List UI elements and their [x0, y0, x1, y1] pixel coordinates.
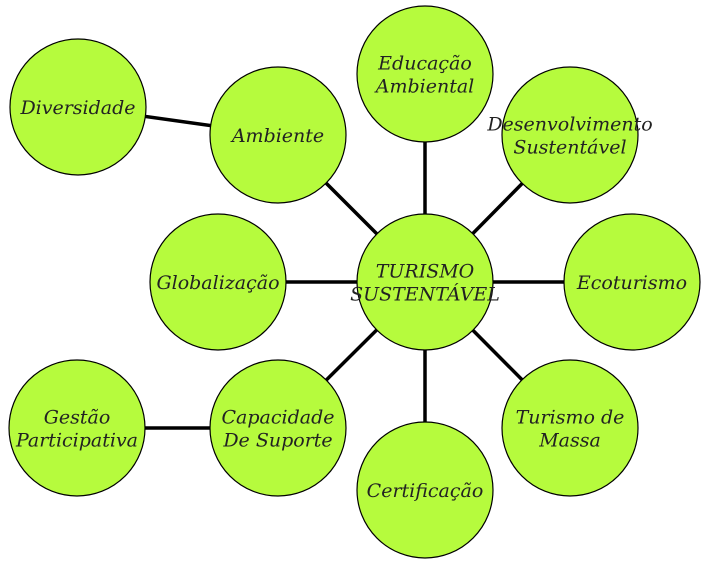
- node-circle-certificacao: [356, 421, 494, 559]
- node-label-ecoturismo-1: Ecoturismo: [576, 272, 687, 294]
- node-label-capacidade-de-suporte-2: De Suporte: [222, 430, 332, 452]
- node-circle-ecoturismo: [563, 213, 701, 351]
- node-circle-diversidade: [9, 38, 147, 176]
- node-label-center-1: TURISMO: [376, 261, 475, 283]
- node-diversidade: Diversidade: [9, 38, 147, 176]
- node-label-educacao-ambiental-1: Educação: [377, 53, 472, 75]
- node-label-turismo-de-massa-1: Turismo de: [516, 407, 625, 429]
- node-circle-capacidade-de-suporte: [209, 359, 347, 497]
- node-label-center-2: SUSTENTÁVEL: [350, 283, 500, 306]
- node-label-turismo-de-massa-2: Massa: [538, 430, 601, 452]
- node-label-ambiente-1: Ambiente: [230, 125, 324, 147]
- node-label-gestao-participativa-1: Gestão: [44, 407, 111, 429]
- node-label-desenvolvimento-sustentavel-2: Sustentável: [513, 137, 626, 159]
- node-label-educacao-ambiental-2: Ambiental: [374, 76, 475, 98]
- node-globalizacao: Globalização: [149, 213, 287, 351]
- node-label-desenvolvimento-sustentavel-1: Desenvolvimento: [486, 114, 652, 136]
- nodes-layer: DiversidadeAmbienteEducaçãoAmbientalDese…: [8, 5, 701, 559]
- node-circle-center: [356, 213, 494, 351]
- node-circle-educacao-ambiental: [356, 5, 494, 143]
- node-circle-globalizacao: [149, 213, 287, 351]
- node-circle-turismo-de-massa: [501, 359, 639, 497]
- node-label-globalizacao-1: Globalização: [156, 272, 279, 294]
- node-circle-gestao-participativa: [8, 359, 146, 497]
- node-ambiente: Ambiente: [209, 66, 347, 204]
- node-circle-ambiente: [209, 66, 347, 204]
- node-label-certificacao-1: Certificação: [367, 480, 484, 502]
- node-label-capacidade-de-suporte-1: Capacidade: [222, 407, 335, 429]
- node-label-gestao-participativa-2: Participativa: [15, 430, 138, 452]
- node-circle-desenvolvimento-sustentavel: [501, 66, 639, 204]
- node-label-diversidade-1: Diversidade: [19, 97, 135, 119]
- node-ecoturismo: Ecoturismo: [563, 213, 701, 351]
- node-certificacao: Certificação: [356, 421, 494, 559]
